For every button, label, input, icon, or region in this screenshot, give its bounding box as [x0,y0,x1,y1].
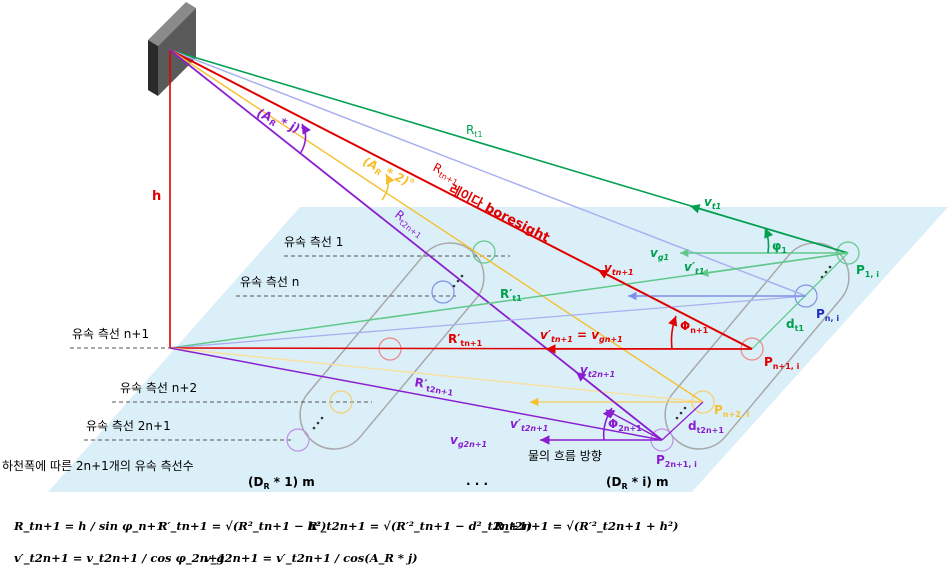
label-line-n1: 유속 측선 n+1 [72,327,149,341]
arrow-vt2n1 [575,371,663,441]
label-p2n1i: P2n+1, i [656,453,697,469]
equation-rt2n1: R_t2n+1 = √(R′²_t2n+1 + h²) [494,519,679,533]
survey-band-left [299,242,485,450]
label-rptn1: R′tn+1 [448,332,483,348]
label-vt1: vt1 [704,195,721,211]
distance-dt1 [751,252,849,350]
ground-range-rpt2n1 [169,347,663,441]
label-vpt2n1: v′t2n+1 [510,417,548,433]
label-line-1: 유속 측선 1 [284,235,343,249]
label-count-caption: 하천폭에 따른 2n+1개의 유속 측선수 [2,458,194,473]
equation-rpt2n1: R′_t2n+1 = √(R′²_tn+1 − d²_t2n+1) [308,519,533,533]
label-vtn1: vtn+1 [604,261,634,277]
bin-circle [329,390,353,414]
arc-phi1 [764,227,774,254]
label-rt1: Rt1 [466,123,483,139]
label-line-2n1: 유속 측선 2n+1 [86,419,171,433]
bin-circle [286,428,310,452]
arc-angle-j [299,123,311,155]
label-vt2n1: vt2n+1 [580,363,615,379]
arrow-vpt1 [699,252,849,277]
label-pni: Pn, i [816,307,839,323]
arc-phin1 [668,315,678,350]
label-rpt1: R′t1 [500,287,522,303]
label-phin1: Φn+1 [680,319,709,335]
equation-vg2n1: v_g2n+1 = v′_t2n+1 / cos(A_R * j) [204,551,418,565]
distance-dt2n1 [661,401,704,441]
label-dri: (DR * i) m [606,475,669,491]
label-vg1: vg1 [650,246,669,262]
label-dt2n1: dt2n+1 [688,419,724,435]
label-dr1: (DR * 1) m [248,475,315,491]
label-vptn1: v′tn+1 = vgn+1 [540,328,623,344]
ground-range-rptn2 [169,347,704,403]
arc-phi2n1 [602,407,613,441]
label-vpt1: v′t1 [684,260,704,276]
equation-rptn1: R′_tn+1 = √(R²_tn+1 − h²) [158,519,327,533]
label-h: h [152,189,161,204]
range-rtn [169,49,807,297]
radar-sensor-icon [148,2,196,96]
equation-vpt2n1: v′_t2n+1 = v_t2n+1 / cos φ_2n+1 [14,551,226,565]
label-pn1i: Pn+1, i [764,355,800,371]
equation-rtn1: R_tn+1 = h / sin φ_n+1 [14,519,165,533]
range-rtn2 [169,49,704,403]
ground-range-rptn [169,295,807,349]
label-p1i: P1, i [856,263,879,279]
label-pn2i: Pn+2, i [714,403,750,419]
label-dt1: dt1 [786,317,804,333]
equation-area: R_tn+1 = h / sin φ_n+1 R′_tn+1 = √(R²_tn… [0,505,950,570]
label-line-n2: 유속 측선 n+2 [120,381,197,395]
bin-circle [431,280,455,304]
label-rtn1: Rtn+1 [430,160,463,187]
label-line-n: 유속 측선 n [240,275,299,289]
label-vg2n1: vg2n+1 [450,433,487,449]
bin-circle [472,240,496,264]
label-phi2n1: Φ2n+1 [608,417,642,433]
arrow-vtn1 [597,269,753,350]
label-flow-direction: 물의 흐름 방향 [528,449,602,463]
arrow-vpt2n1 [605,409,663,441]
label-phi1: φ1 [772,239,787,255]
water-surface [48,207,948,492]
arc-angle-2 [381,173,395,201]
label-dots: · · · [466,477,488,491]
